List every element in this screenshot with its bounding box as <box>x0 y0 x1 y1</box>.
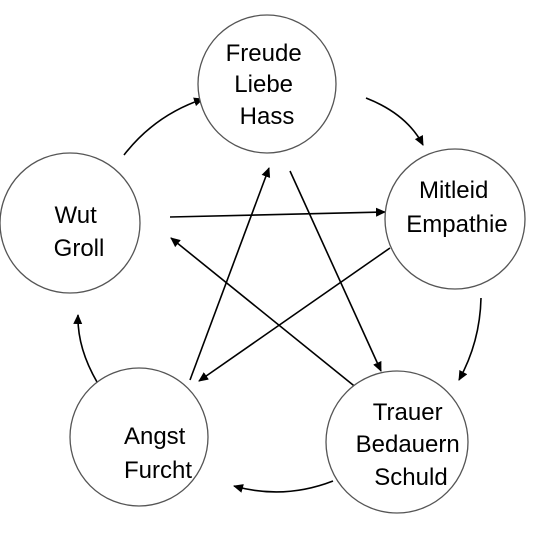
node-wut: Wut Groll <box>0 152 141 294</box>
edge-wut-to-freude <box>123 97 204 156</box>
svg-text:Trauer Bedauern Sc: Trauer Bedauern Schuld <box>356 399 467 491</box>
edge-mitleid-to-trauer <box>458 297 482 381</box>
node-freude-line-1: Freude <box>226 40 302 67</box>
edge-mitleid-to-angst <box>198 247 391 382</box>
edge-angst-to-wut <box>73 314 101 388</box>
node-trauer-line-2: Bedauern <box>356 431 460 458</box>
edge-wut-to-mitleid <box>169 207 386 218</box>
node-angst: Angst Furcht <box>69 367 209 507</box>
node-mitleid: Mitleid Empathie <box>384 148 526 290</box>
svg-text:Angst Furcht: Angst Furcht <box>124 423 192 484</box>
node-angst-line-2: Furcht <box>124 457 192 484</box>
node-wut-line-2: Groll <box>54 235 105 262</box>
node-trauer-line-3: Schuld <box>374 464 447 491</box>
edge-freude-to-mitleid <box>365 97 424 146</box>
edge-trauer-to-wut <box>170 237 359 390</box>
node-freude: Freude Liebe Hass <box>197 14 337 154</box>
node-mitleid-line-2: Empathie <box>406 211 507 238</box>
node-angst-line-1: Angst <box>124 423 186 450</box>
node-trauer: Trauer Bedauern Schuld <box>325 370 469 514</box>
svg-text:Wut Groll: Wut Groll <box>54 202 105 262</box>
svg-text:Freude Liebe Hass: Freude Liebe Hass <box>226 40 309 130</box>
svg-text:Mitleid Empathie: Mitleid Empathie <box>406 177 507 238</box>
node-trauer-line-1: Trauer <box>373 399 443 426</box>
node-mitleid-line-1: Mitleid <box>419 177 488 204</box>
node-wut-line-1: Wut <box>55 202 98 229</box>
edge-trauer-to-angst <box>233 480 334 493</box>
node-freude-line-3: Hass <box>240 103 295 130</box>
edge-freude-to-trauer <box>289 170 382 372</box>
edge-angst-to-freude <box>189 167 271 381</box>
node-freude-line-2: Liebe <box>234 71 293 98</box>
